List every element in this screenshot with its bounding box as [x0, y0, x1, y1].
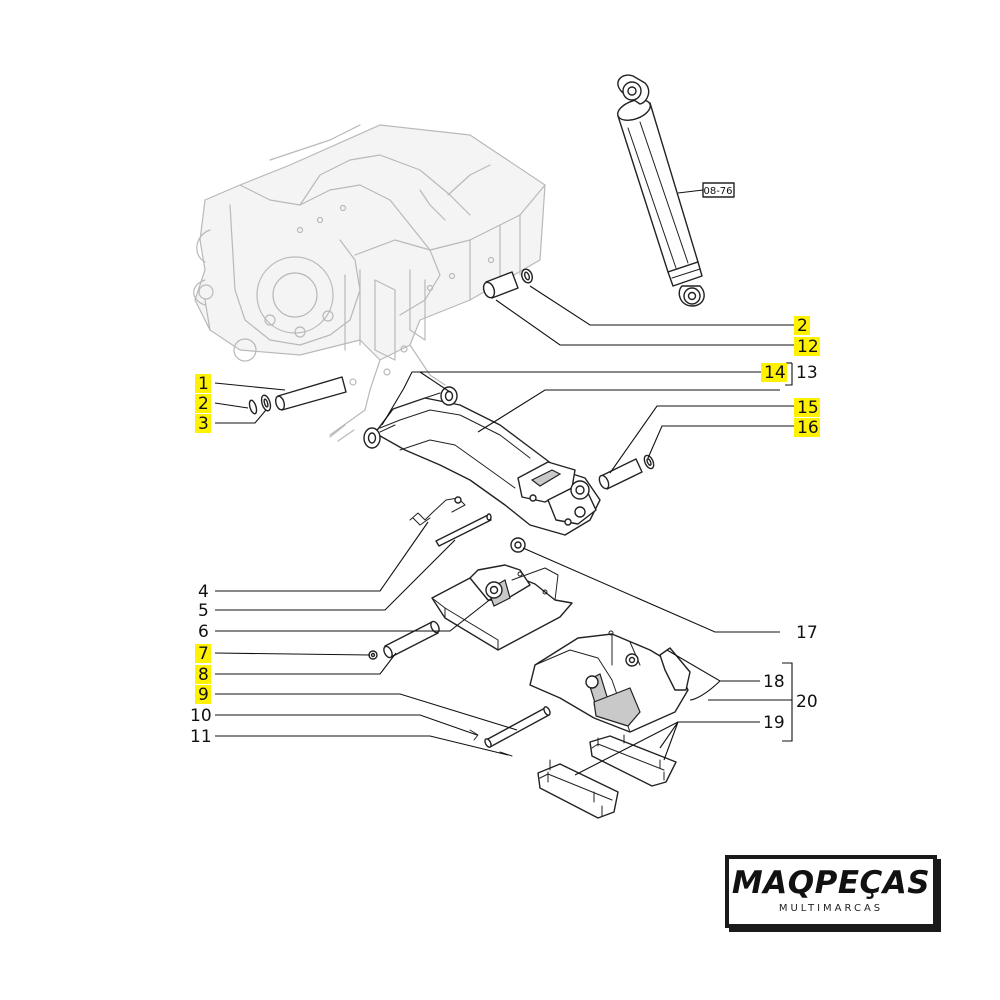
callout-label-c16: 16	[797, 418, 819, 438]
callout-highlights	[195, 316, 820, 704]
callout-highlight-c9	[195, 685, 211, 704]
callout-label-c15: 15	[797, 398, 819, 418]
callout-highlight-c15	[794, 398, 820, 417]
long-rod-assembly	[469, 706, 551, 757]
bracket-pin	[368, 620, 440, 660]
swing-arm	[329, 386, 601, 536]
callout-label-c14: 14	[764, 363, 786, 383]
shock-absorber-cylinder	[617, 74, 735, 307]
callout-label-c7: 7	[198, 644, 209, 664]
callout-label-c8: 8	[198, 665, 209, 685]
callout-highlight-c3	[195, 414, 211, 433]
spring-clip-and-rod	[409, 496, 526, 553]
brand-name: MAQPEÇAS	[731, 865, 931, 901]
leader-lines	[214, 285, 796, 776]
callout-highlight-c12	[794, 337, 820, 356]
reference-tag-label: 08-76	[703, 186, 732, 197]
callout-label-c2r: 2	[797, 316, 808, 336]
callout-highlight-c14	[761, 363, 787, 382]
right-pin-assembly	[598, 454, 655, 490]
callout-highlight-c1	[195, 374, 211, 393]
callout-label-c6: 6	[198, 622, 209, 642]
brand-logo: MAQPEÇAS MULTIMARCAS	[725, 855, 937, 928]
left-pin-assembly	[248, 376, 347, 415]
callout-highlight-c8	[195, 665, 211, 684]
callout-label-c12: 12	[797, 337, 819, 357]
callout-highlight-c2r	[794, 316, 810, 335]
support-bracket	[431, 564, 573, 651]
callout-label-c10: 10	[190, 706, 212, 726]
callout-label-c19: 19	[763, 713, 785, 733]
callout-label-c5: 5	[198, 601, 209, 621]
chassis-frame	[193, 124, 546, 436]
callout-highlight-c2	[195, 394, 211, 413]
callout-highlight-c16	[794, 418, 820, 437]
callout-label-c11: 11	[190, 727, 212, 747]
callout-label-c17: 17	[796, 623, 818, 643]
callout-label-c13: 13	[796, 363, 818, 383]
lower-mount	[529, 630, 691, 733]
callout-label-c20: 20	[796, 692, 818, 712]
callout-label-c18: 18	[763, 672, 785, 692]
bottom-plates	[537, 734, 677, 819]
callout-label-c9: 9	[198, 685, 209, 705]
upper-bushing	[482, 268, 533, 299]
callout-label-c3: 3	[198, 414, 209, 434]
callout-label-c1: 1	[198, 374, 209, 394]
callout-highlight-c7	[195, 644, 211, 663]
callout-label-c4: 4	[198, 582, 209, 602]
brand-subtitle: MULTIMARCAS	[778, 903, 884, 914]
callout-label-c2: 2	[198, 394, 209, 414]
